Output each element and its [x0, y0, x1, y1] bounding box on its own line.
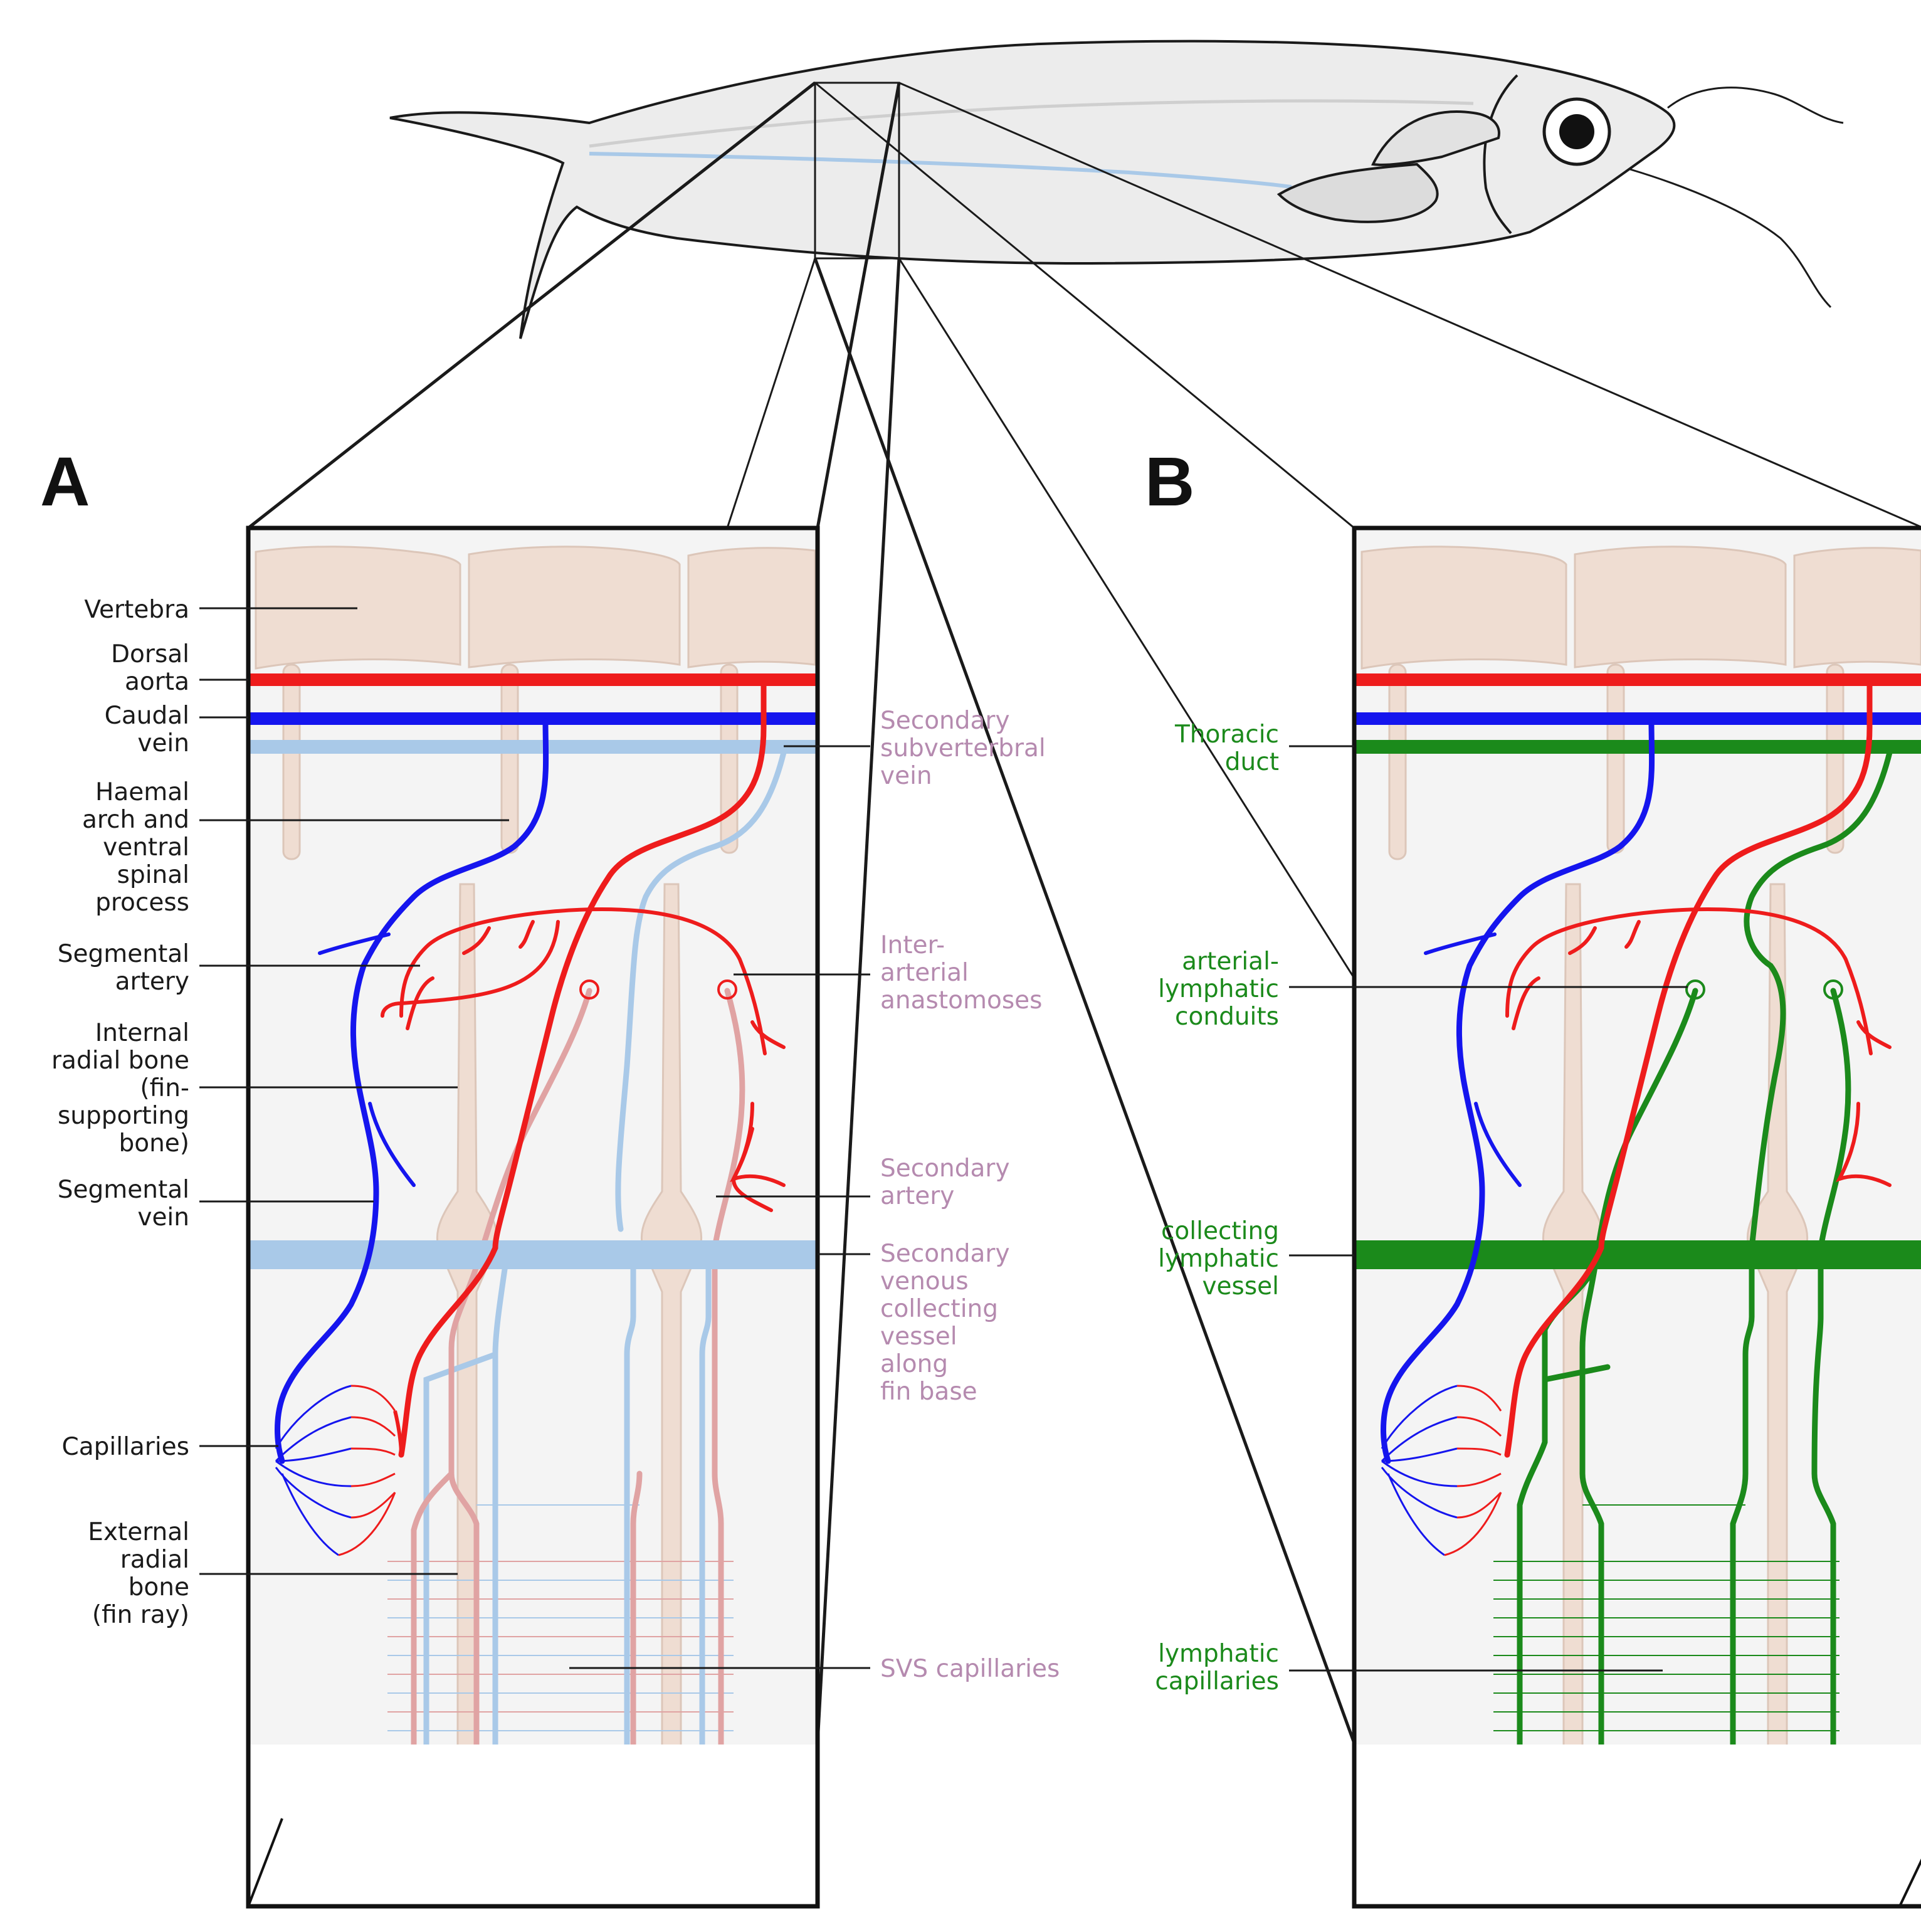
svg-text:radial bone: radial bone — [51, 1047, 189, 1075]
svg-text:Segmental: Segmental — [58, 1176, 189, 1204]
svg-text:Secondary: Secondary — [880, 1154, 1010, 1183]
svg-text:conduits: conduits — [1175, 1003, 1279, 1031]
lymphatic-capillaries — [1493, 1504, 1839, 1731]
svg-text:capillaries: capillaries — [1155, 1667, 1279, 1696]
svg-text:Capillaries: Capillaries — [62, 1433, 189, 1461]
panel-a-left-labels: Vertebra Dorsal aorta Caudal vein Haemal… — [51, 596, 509, 1629]
svg-text:External: External — [88, 1518, 189, 1546]
label-external-radial-bone: External radial bone (fin ray) — [88, 1518, 458, 1629]
arterial-lymphatic-conduits — [1685, 979, 1843, 1000]
svg-text:collecting: collecting — [1161, 1217, 1279, 1245]
label-vertebra: Vertebra — [84, 596, 357, 624]
svg-text:lymphatic: lymphatic — [1158, 1245, 1279, 1273]
label-arterial-lymphatic-conduits: arterial- lymphatic conduits — [1158, 948, 1688, 1031]
svg-text:Segmental: Segmental — [58, 940, 189, 968]
svg-text:collecting: collecting — [880, 1295, 998, 1323]
label-svs-capillaries: SVS capillaries — [569, 1655, 1060, 1683]
svg-text:process: process — [95, 889, 189, 917]
caudal-vein-b — [1354, 712, 1921, 725]
svg-text:fin base: fin base — [880, 1378, 977, 1406]
svg-text:subverterbral: subverterbral — [880, 734, 1046, 763]
svg-text:artery: artery — [115, 968, 189, 996]
label-haemal-arch: Haemal arch and ventral spinal process — [82, 778, 509, 917]
dorsal-aorta — [248, 673, 818, 686]
label-secondary-venous-collecting-vessel: Secondary venous collecting vessel along… — [818, 1240, 1010, 1406]
svg-text:arterial: arterial — [880, 959, 969, 987]
svg-text:vein: vein — [137, 729, 189, 757]
label-dorsal-aorta: Dorsal aorta — [111, 640, 248, 696]
dorsal-aorta-b — [1354, 673, 1921, 686]
svg-text:radial: radial — [120, 1546, 189, 1574]
label-secondary-artery: Secondary artery — [716, 1154, 1010, 1210]
caudal-vein — [248, 712, 818, 725]
svg-text:along: along — [880, 1350, 948, 1378]
label-lymphatic-capillaries: lymphatic capillaries — [1155, 1640, 1663, 1696]
svg-text:ventral: ventral — [103, 833, 189, 862]
capillary-bed — [275, 1385, 403, 1556]
panel-b-letter: B — [1145, 443, 1194, 520]
svg-text:Vertebra: Vertebra — [84, 596, 189, 624]
svs-capillaries — [387, 1504, 734, 1731]
thoracic-duct — [1354, 740, 1921, 754]
label-capillaries: Capillaries — [62, 1433, 278, 1461]
collecting-lymphatic-vessel — [1354, 1240, 1921, 1269]
label-segmental-vein: Segmental vein — [58, 1176, 374, 1232]
vertebrae — [255, 546, 816, 1745]
secondary-veins — [423, 749, 787, 1745]
secondary-venous-collecting-vessel — [248, 1240, 818, 1269]
svg-text:bone): bone) — [118, 1129, 189, 1158]
svg-text:aorta: aorta — [125, 668, 189, 696]
label-internal-radial-bone: Internal radial bone (fin- supporting bo… — [51, 1019, 458, 1158]
label-collecting-lymphatic-vessel: collecting lymphatic vessel — [1158, 1217, 1354, 1301]
svg-text:arterial-: arterial- — [1182, 948, 1279, 976]
svg-text:SVS capillaries: SVS capillaries — [880, 1655, 1060, 1683]
svg-text:Secondary: Secondary — [880, 1240, 1010, 1268]
segmental-vein — [275, 718, 549, 1464]
label-segmental-artery: Segmental artery — [58, 940, 420, 996]
panel-a-letter: A — [40, 443, 90, 520]
panel-b: B — [1145, 443, 1921, 1909]
label-thoracic-duct: Thoracic duct — [1174, 721, 1354, 776]
svg-text:Inter-: Inter- — [880, 931, 945, 959]
label-secondary-subvertebral-vein: Secondary subverterbral vein — [784, 707, 1046, 790]
svg-text:venous: venous — [880, 1267, 969, 1296]
zebrafish-illustration — [389, 40, 1844, 339]
svg-text:vessel: vessel — [880, 1322, 957, 1351]
label-interarterial-anastomoses: Inter- arterial anastomoses — [734, 931, 1042, 1015]
svg-text:spinal: spinal — [117, 861, 189, 889]
svg-text:(fin ray): (fin ray) — [92, 1601, 189, 1629]
svg-text:lymphatic: lymphatic — [1158, 1640, 1279, 1668]
svg-text:bone: bone — [129, 1573, 189, 1602]
svg-text:Internal: Internal — [95, 1019, 189, 1047]
label-caudal-vein: Caudal vein — [105, 702, 248, 757]
svg-text:lymphatic: lymphatic — [1158, 975, 1279, 1003]
secondary-subvertebral-vein — [248, 740, 818, 754]
svg-text:vessel: vessel — [1202, 1272, 1279, 1301]
svg-text:vein: vein — [880, 762, 932, 790]
svg-text:artery: artery — [880, 1182, 954, 1210]
svg-text:arch and: arch and — [82, 806, 189, 834]
svg-text:duct: duct — [1225, 748, 1279, 776]
fish-eye-icon — [1542, 97, 1611, 166]
segmental-artery — [381, 680, 767, 1458]
svg-text:Dorsal: Dorsal — [111, 640, 189, 668]
svg-text:Secondary: Secondary — [880, 707, 1010, 735]
panel-a-right-labels: Secondary subverterbral vein Inter- arte… — [569, 707, 1060, 1683]
panel-a: A — [40, 443, 820, 1909]
svg-text:Caudal: Caudal — [105, 702, 189, 730]
svg-text:anastomoses: anastomoses — [880, 986, 1042, 1015]
svg-text:(fin-: (fin- — [140, 1074, 189, 1102]
segmental-artery-branches — [399, 907, 786, 1212]
svg-text:Thoracic: Thoracic — [1174, 721, 1279, 749]
panel-b-left-labels: Thoracic duct arterial- lymphatic condui… — [1155, 721, 1688, 1696]
svg-text:vein: vein — [137, 1203, 189, 1232]
svg-text:Haemal: Haemal — [95, 778, 189, 806]
svg-text:supporting: supporting — [58, 1102, 189, 1130]
projection-lines — [247, 82, 1921, 1744]
